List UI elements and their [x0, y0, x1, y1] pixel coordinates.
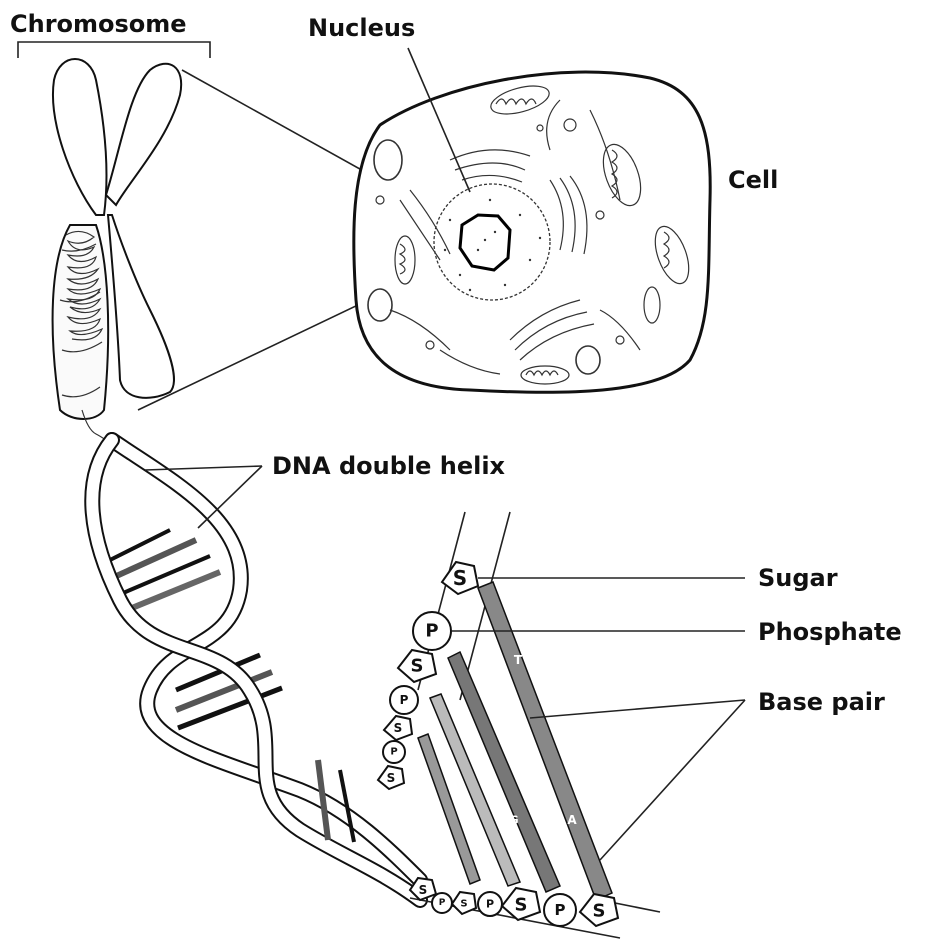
- base-pair-pointer-2: [600, 700, 745, 860]
- dna-ladder-detail: T A C G A T S P S P S P S S: [378, 512, 745, 938]
- phosphate-node-label-3: P: [390, 747, 397, 758]
- phosphate-node-label-2: P: [400, 693, 409, 707]
- base-label-5: A: [444, 754, 453, 767]
- sugar-node-label-6: S: [460, 899, 467, 910]
- chromosome-right-arm-bottom: [108, 215, 174, 398]
- chromosome-left-arm-top: [53, 59, 106, 215]
- sugar-node-label-4: S: [387, 771, 396, 785]
- base-label-2: A: [567, 813, 577, 827]
- sugar-node-label-7: S: [515, 895, 528, 916]
- sugar-node-label: S: [453, 566, 467, 590]
- dna-double-helix: [92, 440, 420, 900]
- chromosome-label: Chromosome: [10, 10, 187, 38]
- sugar-node-label-5: S: [419, 883, 428, 897]
- phosphate-node-label: P: [425, 621, 438, 642]
- base-label-3: C: [462, 724, 470, 737]
- nucleus-label: Nucleus: [308, 14, 415, 42]
- phosphate-node-label-5: P: [486, 898, 494, 911]
- base-label-4: G: [509, 814, 518, 827]
- cell: [354, 48, 710, 392]
- chromatin-coil: [53, 225, 116, 448]
- dna-double-helix-label: DNA double helix: [272, 452, 506, 480]
- base-label-1: T: [514, 653, 523, 667]
- helix-pointer-2: [198, 466, 262, 528]
- base-pair-label: Base pair: [758, 688, 885, 716]
- helix-back-strand: [112, 440, 420, 880]
- phosphate-node-label-4: P: [439, 898, 446, 908]
- chromosome-right-arm-top: [106, 64, 181, 205]
- base-label-6: T: [466, 824, 474, 837]
- phosphate-node-label-6: P: [555, 901, 566, 919]
- sugar-node-label-8: S: [593, 901, 606, 922]
- base-pair-pointer-1: [530, 700, 745, 718]
- sugar-label: Sugar: [758, 564, 838, 592]
- chromosome-bracket: [18, 42, 210, 58]
- sugar-node-label-2: S: [411, 656, 424, 677]
- cell-label: Cell: [728, 166, 778, 194]
- phosphate-label: Phosphate: [758, 618, 902, 646]
- sugar-node-label-3: S: [394, 721, 403, 735]
- nucleolus: [460, 215, 510, 270]
- backbone-bottom: S P S P S P S: [410, 878, 618, 926]
